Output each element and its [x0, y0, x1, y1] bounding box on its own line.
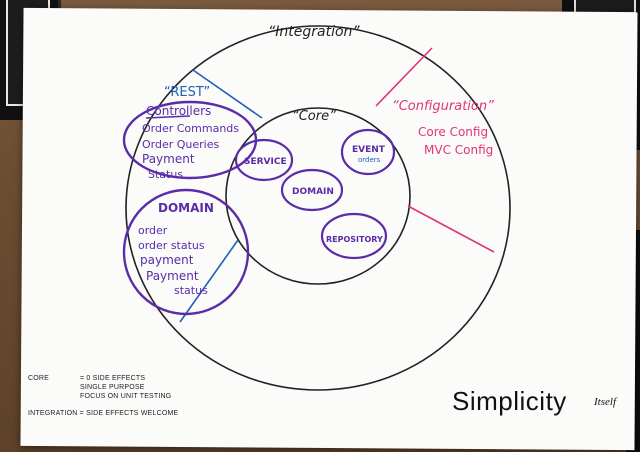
config-divider-bottom [407, 205, 495, 253]
repository-label: REPOSITORY [326, 235, 383, 244]
legend: CORE = 0 SIDE EFFECTS SINGLE PURPOSE FOCU… [28, 374, 178, 418]
domain-item-1: order [138, 224, 168, 237]
service-bubble [234, 138, 294, 182]
core-label: “Core” [292, 109, 336, 124]
legend-integration-key: INTEGRATION [28, 410, 78, 417]
rest-item-4: Payment [142, 152, 195, 166]
domain-item-4: Payment [146, 269, 199, 283]
configuration-title: “Configuration” [392, 99, 494, 114]
domain-title: DOMAIN [158, 201, 214, 215]
configuration-item-1: Core Config [418, 125, 488, 139]
repository-bubble [320, 212, 388, 260]
event-bubble [340, 128, 396, 176]
rest-item-1: Controllers [146, 104, 211, 118]
event-sublabel: orders [358, 156, 381, 164]
domain-core-label: DOMAIN [292, 187, 334, 197]
rest-item-5: Status [148, 168, 183, 181]
rest-title: “REST” [164, 85, 210, 100]
domain-item-2: order status [138, 239, 205, 252]
rest-item-3: Order Queries [142, 138, 220, 151]
integration-circle [125, 25, 511, 391]
rest-item-2: Order Commands [142, 122, 239, 135]
legend-core-key: CORE [28, 375, 50, 382]
legend-core-value-2: SINGLE PURPOSE [80, 384, 145, 391]
configuration-item-2: MVC Config [424, 143, 493, 157]
service-label: SERVICE [244, 157, 287, 167]
rest-divider-bottom [179, 239, 239, 323]
config-divider-top [375, 47, 433, 107]
controllers-underline [145, 115, 191, 119]
domain-core-bubble [280, 168, 344, 212]
legend-core-value-3: FOCUS ON UNIT TESTING [80, 393, 172, 400]
domain-bubble [122, 188, 250, 316]
simplicity-title: Simplicity [452, 386, 567, 416]
legend-integration-value: = SIDE EFFECTS WELCOME [79, 410, 179, 417]
event-label: EVENT [352, 145, 386, 155]
integration-label: “Integration” [268, 24, 360, 40]
core-circle [225, 107, 411, 285]
itself-label: Itself [594, 396, 616, 408]
legend-core-value-1: = 0 SIDE EFFECTS [80, 375, 146, 382]
rest-divider-top [192, 69, 263, 119]
domain-item-3: payment [140, 253, 194, 267]
domain-item-5: status [174, 284, 208, 297]
